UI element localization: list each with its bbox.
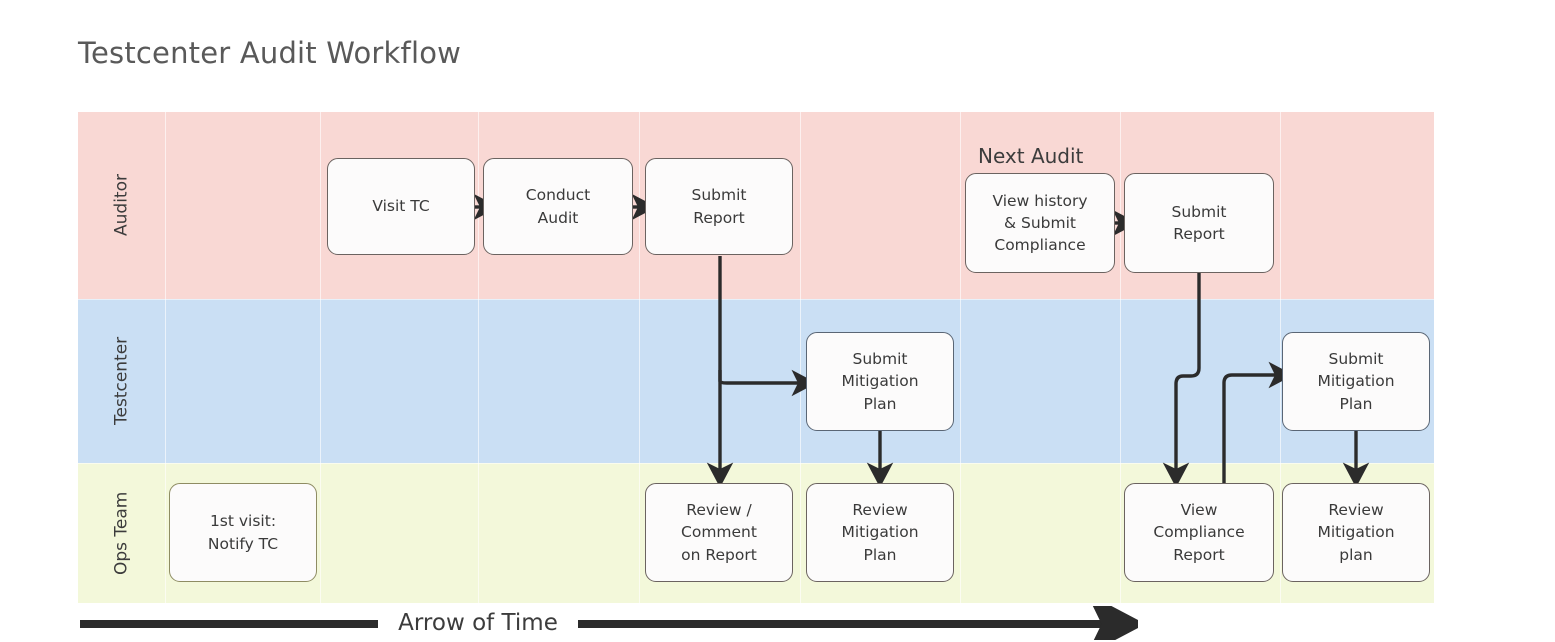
lane-divider [78,463,1434,464]
column-divider [1120,112,1121,603]
lane-label-ops-team: Ops Team [111,491,132,575]
arrow-of-time-line [80,606,1138,640]
column-divider [639,112,640,603]
column-divider [800,112,801,603]
column-divider [165,112,166,603]
lane-label-auditor: Auditor [111,174,132,237]
column-divider [320,112,321,603]
lane-testcenter [78,299,1434,463]
arrow-of-time-label: Arrow of Time [378,606,578,640]
lane-label-testcenter: Testcenter [111,336,132,426]
caption-next-audit: Next Audit [978,144,1084,168]
node-first-visit-notify-tc[interactable]: 1st visit:Notify TC [169,483,317,582]
column-divider [478,112,479,603]
node-visit-tc[interactable]: Visit TC [327,158,475,255]
column-divider [960,112,961,603]
column-divider [1280,112,1281,603]
page-title: Testcenter Audit Workflow [78,36,462,70]
arrow-of-time: Arrow of Time [78,606,1138,640]
lane-divider [78,299,1434,300]
